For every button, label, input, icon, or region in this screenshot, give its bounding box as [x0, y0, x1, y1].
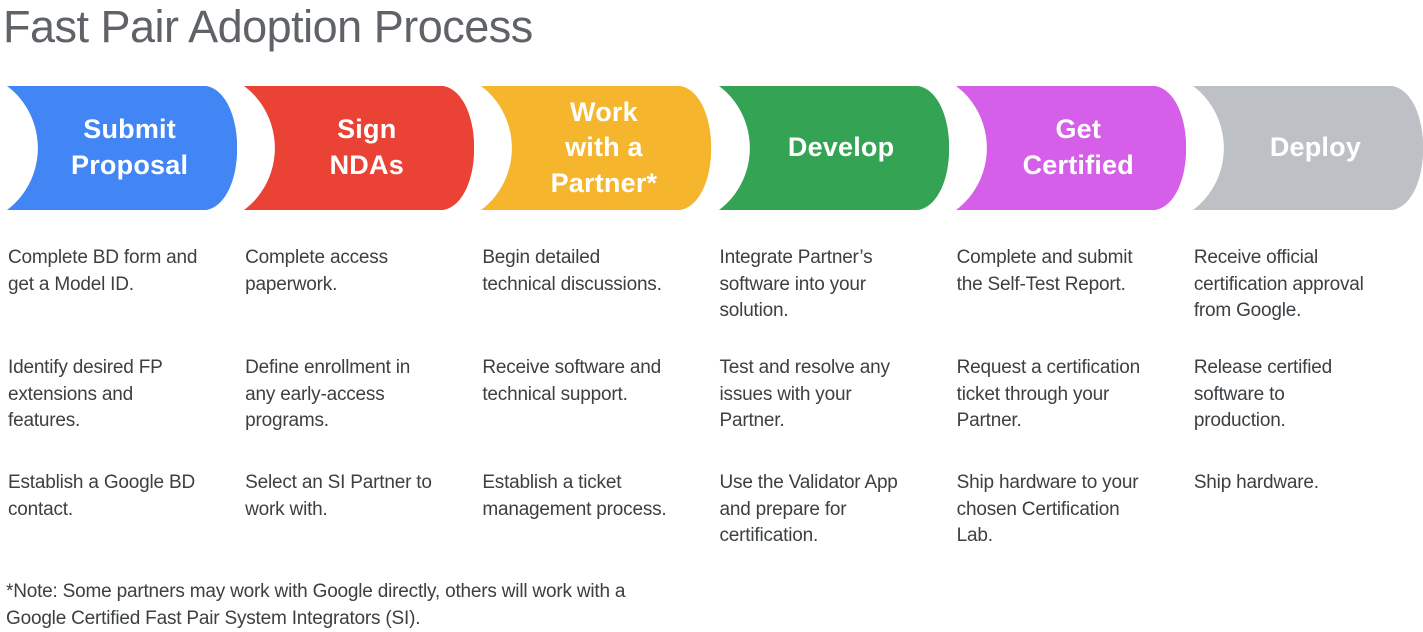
stage-label-sign-ndas: Sign NDAs: [329, 114, 404, 180]
step-get-certified-2: Request a certification ticket through y…: [956, 357, 1141, 432]
step-submit-proposal-3: Establish a Google BD contact.: [8, 472, 195, 520]
stage-label-develop: Develop: [787, 132, 895, 163]
stage-arrow-shape: [6, 86, 238, 210]
step-deploy-2: Release certified software to production…: [1193, 357, 1332, 432]
stage-shape-fill: [718, 86, 949, 210]
step-deploy-3: Ship hardware.: [1193, 472, 1319, 493]
stage-work-with-partner: Work with a Partner*: [474, 86, 712, 210]
footnote: *Note: Some partners may work with Googl…: [6, 581, 626, 629]
step-submit-proposal-2: Identify desired FP extensions and featu…: [8, 357, 163, 432]
stage-arrow-shape: [481, 86, 712, 210]
step-develop-3: Use the Validator App and prepare for ce…: [719, 472, 898, 547]
stage-label-deploy: Deploy: [1269, 132, 1362, 163]
stage-label-work-with-partner: Work with a Partner*: [550, 96, 658, 198]
step-work-with-partner-2: Receive software and technical support.: [482, 357, 662, 405]
step-sign-ndas-1: Complete access paperwork.: [245, 247, 388, 295]
step-develop-2: Test and resolve any issues with your Pa…: [719, 357, 890, 432]
stage-shape-fill: [244, 86, 475, 210]
stage-arrow-shape: [244, 86, 475, 210]
step-get-certified-3: Ship hardware to your chosen Certificati…: [956, 472, 1139, 547]
stage-label-get-certified: Get Certified: [1022, 114, 1134, 180]
stage-develop: Develop: [712, 86, 949, 210]
stage-shape-fill: [955, 86, 1186, 210]
stage-shape-fill: [6, 86, 238, 210]
process-stages: Submit Proposal Sign NDAs Work with a Pa…: [0, 86, 1423, 210]
stage-submit-proposal: Submit Proposal: [0, 86, 238, 210]
stage-arrow-shape: [955, 86, 1186, 210]
stage-shape-fill: [481, 86, 712, 210]
stage-get-certified: Get Certified: [949, 86, 1186, 210]
step-deploy-1: Receive official certification approval …: [1193, 247, 1364, 322]
steps-grid: Complete BD form and get a Model ID. Com…: [0, 245, 1423, 550]
step-work-with-partner-1: Begin detailed technical discussions.: [482, 247, 662, 295]
stage-arrow-shape: [1192, 86, 1423, 210]
step-get-certified-1: Complete and submit the Self-Test Report…: [956, 247, 1133, 295]
stage-deploy: Deploy: [1186, 86, 1423, 210]
stage-label-submit-proposal: Submit Proposal: [71, 114, 189, 180]
step-sign-ndas-3: Select an SI Partner to work with.: [245, 472, 432, 520]
stage-arrow-shape: [718, 86, 949, 210]
stage-sign-ndas: Sign NDAs: [237, 86, 475, 210]
page-title: Fast Pair Adoption Process: [3, 1, 533, 52]
step-develop-1: Integrate Partner’s software into your s…: [719, 247, 873, 322]
step-submit-proposal-1: Complete BD form and get a Model ID.: [8, 247, 198, 295]
stage-shape-fill: [1192, 86, 1423, 210]
step-work-with-partner-3: Establish a ticket management process.: [482, 472, 667, 520]
step-sign-ndas-2: Define enrollment in any early-access pr…: [245, 357, 411, 432]
